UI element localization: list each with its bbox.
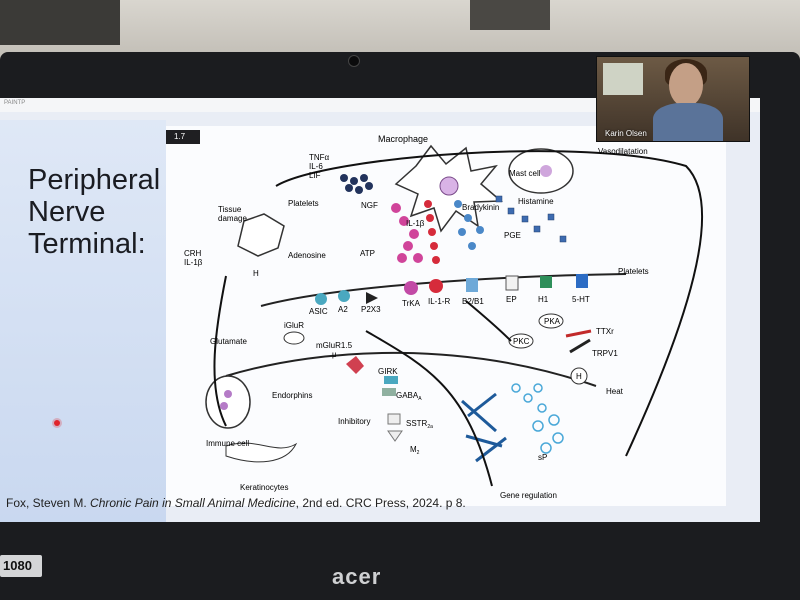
laser-pointer-dot	[54, 420, 60, 426]
slide-title: Peripheral Nerve Terminal:	[28, 164, 161, 260]
label-sstr: SSTR2a	[406, 419, 433, 430]
room-shadow	[0, 0, 120, 45]
label-atp: ATP	[360, 249, 375, 258]
citation-prefix: Fox, Steven M.	[6, 496, 91, 510]
label-m2: M2	[410, 445, 420, 456]
label-platelets-left: Platelets	[288, 199, 319, 208]
label-a2: A2	[338, 305, 348, 314]
label-vasodilatation: Vasodilatation	[598, 147, 648, 156]
citation-title: Chronic Pain in Small Animal Medicine	[90, 496, 296, 510]
label-iglur: iGluR	[284, 321, 304, 330]
label-pkc: PKC	[513, 337, 530, 346]
label-p2x3: P2X3	[361, 305, 381, 314]
label-platelets-right: Platelets	[618, 267, 649, 276]
label-endorphins: Endorphins	[272, 391, 312, 400]
label-sp: sP	[538, 453, 547, 462]
participant-video-tile[interactable]: Karin Olsen	[596, 56, 750, 142]
slide-left-panel: Peripheral Nerve Terminal:	[0, 120, 166, 522]
video-window-background	[603, 63, 643, 95]
immune-cell	[205, 375, 251, 429]
pain-pathway-figure: 1.7	[166, 126, 726, 506]
label-ep: EP	[506, 295, 517, 304]
label-trka: TrKA	[402, 299, 421, 308]
label-girk: GIRK	[378, 367, 398, 376]
label-inhibitory: Inhibitory	[338, 417, 370, 426]
label-5ht: 5-HT	[572, 295, 590, 304]
label-pka: PKA	[544, 317, 561, 326]
screen-topbar: PAINTP	[0, 98, 760, 112]
webcam	[348, 55, 360, 67]
citation-suffix: , 2nd ed. CRC Press, 2024. p 8.	[295, 496, 466, 510]
label-mast-cell: Mast cell	[509, 169, 541, 178]
label-keratinocytes: Keratinocytes	[240, 483, 288, 492]
mast-cell	[508, 148, 574, 194]
resolution-text: 1080	[3, 558, 32, 573]
label-immune-cell: Immune cell	[206, 439, 249, 448]
participant-body	[653, 103, 723, 141]
label-heat: Heat	[606, 387, 624, 396]
tissue-damage-cell	[237, 213, 285, 257]
label-h1: H1	[538, 295, 549, 304]
figure-number: 1.7	[174, 132, 186, 141]
topbar-text: PAINTP	[4, 100, 26, 106]
label-il1r: IL-1-R	[428, 297, 450, 306]
figure-number-badge: 1.7	[166, 130, 200, 144]
label-ngf: NGF	[361, 201, 378, 210]
label-h-right: H	[576, 372, 582, 381]
label-gene-regulation: Gene regulation	[500, 491, 557, 500]
participant-name: Karin Olsen	[605, 129, 647, 138]
screen-bezel-right	[760, 98, 800, 522]
label-macrophage: Macrophage	[378, 134, 428, 144]
resolution-sticker: 1080	[0, 555, 42, 577]
acer-logo: acer	[332, 564, 382, 589]
label-glutamate: Glutamate	[210, 337, 247, 346]
laptop-screen: PAINTP Peripheral Nerve Terminal: 1.7	[0, 98, 760, 522]
label-b2b1: B2/B1	[462, 297, 484, 306]
label-il1b: IL-1β	[406, 219, 425, 228]
label-trpv1: TRPV1	[592, 349, 618, 358]
label-adenosine: Adenosine	[288, 251, 326, 260]
label-gaba: GABAA	[396, 391, 422, 402]
label-asic: ASIC	[309, 307, 328, 316]
label-ttxr: TTXr	[596, 327, 614, 336]
receptor-row	[315, 274, 588, 305]
participant-face	[669, 63, 703, 107]
label-histamine: Histamine	[518, 197, 554, 206]
slide-citation: Fox, Steven M. Chronic Pain in Small Ani…	[6, 496, 466, 510]
label-bradykinin: Bradykinin	[462, 203, 499, 212]
label-pge: PGE	[504, 231, 521, 240]
room-shadow	[470, 0, 550, 30]
label-h-left: H	[253, 269, 259, 278]
